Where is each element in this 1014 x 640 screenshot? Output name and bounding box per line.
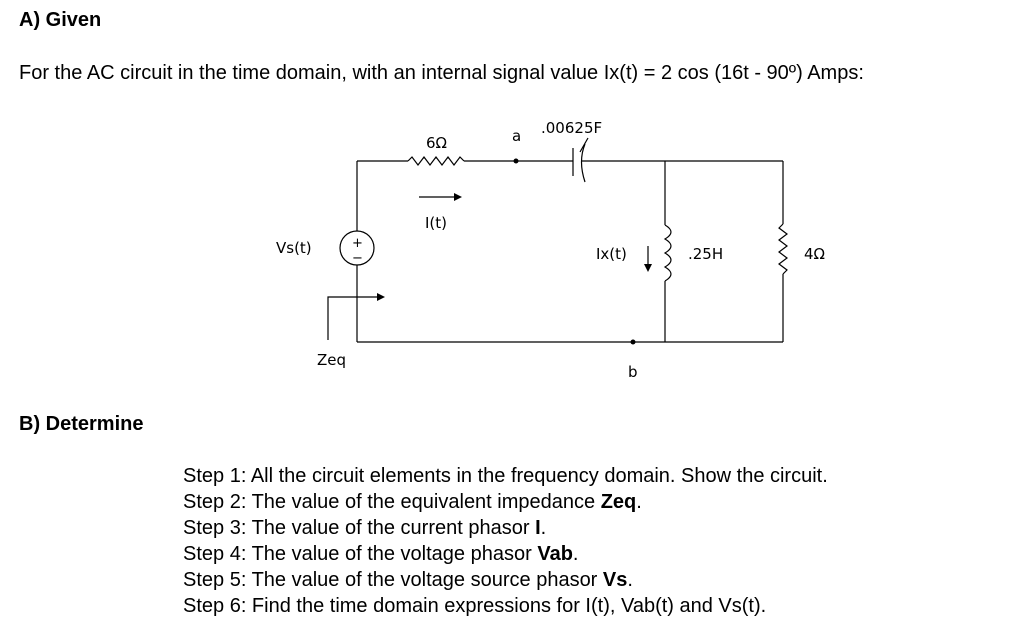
arrowhead-zeq [377,293,385,301]
circuit-diagram: 6Ω a .00625F I(t) Vs(t) + − Ix(t) .25H 4… [276,119,825,381]
label-zeq: Zeq [317,351,346,369]
problem-statement: For the AC circuit in the time domain, w… [19,62,864,84]
node-a-dot [513,158,519,164]
label-current-ix: Ix(t) [596,245,627,263]
capacitor-tick [579,137,589,153]
node-b-dot [630,339,636,345]
label-node-b: b [628,363,638,381]
inductor [663,224,672,282]
arrowhead-it [454,193,462,201]
label-source: Vs(t) [276,239,312,257]
label-resistor-6: 6Ω [426,134,447,152]
step-1: Step 1: All the circuit elements in the … [183,465,828,487]
resistor-4-ohm [778,223,788,275]
label-source-minus: − [352,251,363,266]
section-a-heading: A) Given [19,9,102,31]
label-inductor: .25H [688,245,723,263]
label-source-plus: + [352,236,363,251]
step-2: Step 2: The value of the equivalent impe… [183,491,642,513]
label-capacitor: .00625F [541,119,602,137]
step-6: Step 6: Find the time domain expressions… [183,595,767,617]
step-4: Step 4: The value of the voltage phasor … [183,543,579,565]
label-current-it: I(t) [425,214,447,232]
label-resistor-4: 4Ω [804,245,825,263]
resistor-6-ohm [407,156,465,166]
steps-list: Step 1: All the circuit elements in the … [183,463,828,619]
label-node-a: a [512,127,521,145]
section-b-heading: B) Determine [19,413,144,435]
zeq-bracket [327,296,380,340]
step-3: Step 3: The value of the current phasor … [183,517,547,539]
capacitor-plate-right [580,143,586,183]
step-5: Step 5: The value of the voltage source … [183,569,633,591]
arrowhead-ix [644,264,652,272]
voltage-source [339,230,375,266]
